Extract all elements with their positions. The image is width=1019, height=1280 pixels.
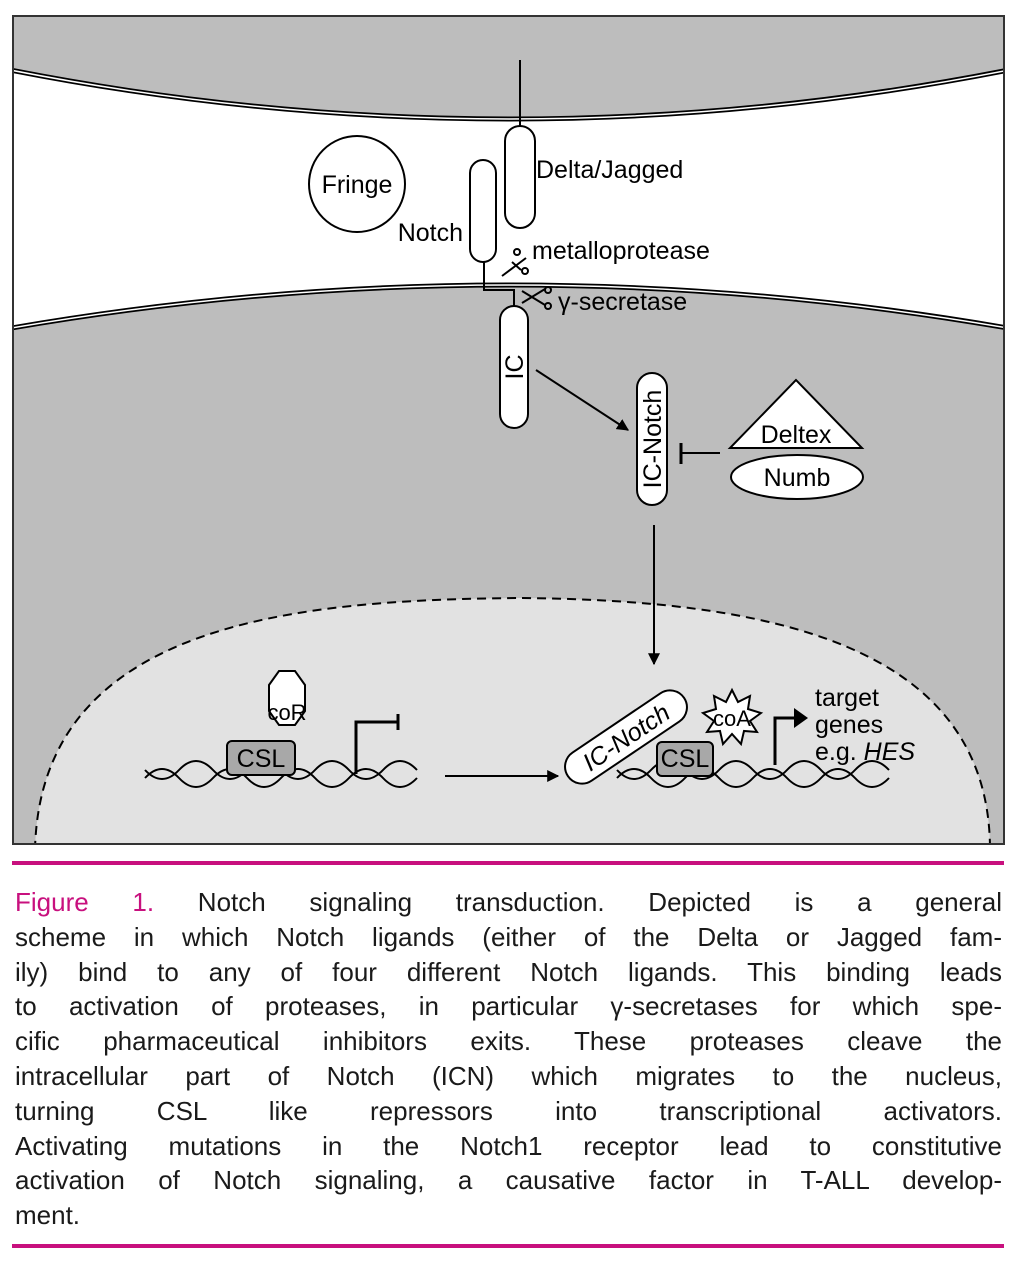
ic-label: IC bbox=[501, 355, 529, 380]
target-label-line1: target bbox=[815, 684, 879, 712]
notch-label: Notch bbox=[398, 219, 463, 247]
numb-label: Numb bbox=[764, 464, 831, 492]
ic-to-icnotch-arrow bbox=[535, 369, 630, 431]
gamma-secretase-label: γ-secretase bbox=[558, 288, 687, 316]
notch-signaling-diagram: Delta/Jagged Fringe Notch metalloproteas… bbox=[12, 15, 1005, 845]
caption-bottom-rule bbox=[12, 1244, 1004, 1248]
csl-right-box bbox=[656, 741, 714, 777]
deltex-triangle bbox=[727, 378, 865, 449]
caption-line: intracellular part of Notch (ICN) which … bbox=[15, 1060, 1002, 1091]
caption-line: Figure 1. Notch signaling transduction. … bbox=[15, 885, 1002, 920]
figure-label: Figure 1. bbox=[15, 887, 155, 917]
csl-left-label: CSL bbox=[237, 745, 286, 773]
caption-line: turning CSL like repressors into transcr… bbox=[15, 1095, 1002, 1126]
ic-notch-nuclear bbox=[564, 689, 688, 785]
notch-receptor bbox=[469, 159, 497, 263]
csl-left-box bbox=[226, 740, 296, 776]
caption-line: scheme in which Notch ligands (either of… bbox=[15, 921, 1002, 952]
delta-jagged-label: Delta/Jagged bbox=[536, 156, 683, 184]
caption-line: ment. bbox=[15, 1200, 81, 1231]
delta-jagged-ligand bbox=[504, 125, 536, 229]
caption-text: Notch signaling transduction. Depicted i… bbox=[154, 887, 1002, 917]
repressed-promoter bbox=[354, 720, 398, 774]
caption-line: to activation of proteases, in particula… bbox=[15, 991, 1002, 1022]
fringe-label: Fringe bbox=[322, 171, 393, 199]
coa-label: coA bbox=[713, 706, 751, 731]
gamma-secretase-scissors-icon bbox=[521, 286, 552, 310]
corepressor-octagon bbox=[268, 670, 306, 726]
caption-line: cific pharmaceutical inhibitors exits. T… bbox=[15, 1026, 1002, 1057]
caption-line: ily) bind to any of four different Notch… bbox=[15, 956, 1002, 987]
nucleus bbox=[34, 596, 991, 844]
figure-caption: Figure 1. Notch signaling transduction. … bbox=[15, 885, 1002, 1233]
metalloprotease-scissors-icon bbox=[501, 248, 529, 277]
figure-frame bbox=[12, 15, 1005, 845]
deltex-label: Deltex bbox=[761, 421, 832, 449]
ic-fragment bbox=[499, 305, 529, 429]
notch-transmembrane bbox=[483, 262, 515, 306]
caption-line: activation of Notch signaling, a causati… bbox=[15, 1165, 1002, 1196]
caption-top-rule bbox=[12, 861, 1004, 865]
caption-line: Activating mutations in the Notch1 recep… bbox=[15, 1130, 1002, 1161]
metalloprotease-label: metalloprotease bbox=[532, 237, 710, 265]
coactivator-star bbox=[700, 687, 764, 747]
numb-ellipse bbox=[730, 454, 864, 500]
target-label-line3: e.g. HES bbox=[815, 738, 915, 766]
active-promoter-arrow bbox=[773, 716, 796, 765]
ic-notch-cytoplasmic bbox=[636, 372, 668, 506]
csl-right-label: CSL bbox=[661, 745, 710, 773]
cor-label: coR bbox=[267, 700, 306, 725]
ic-notch-label: IC-Notch bbox=[639, 390, 667, 489]
fringe-circle bbox=[308, 135, 406, 233]
target-label-line2: genes bbox=[815, 711, 883, 739]
